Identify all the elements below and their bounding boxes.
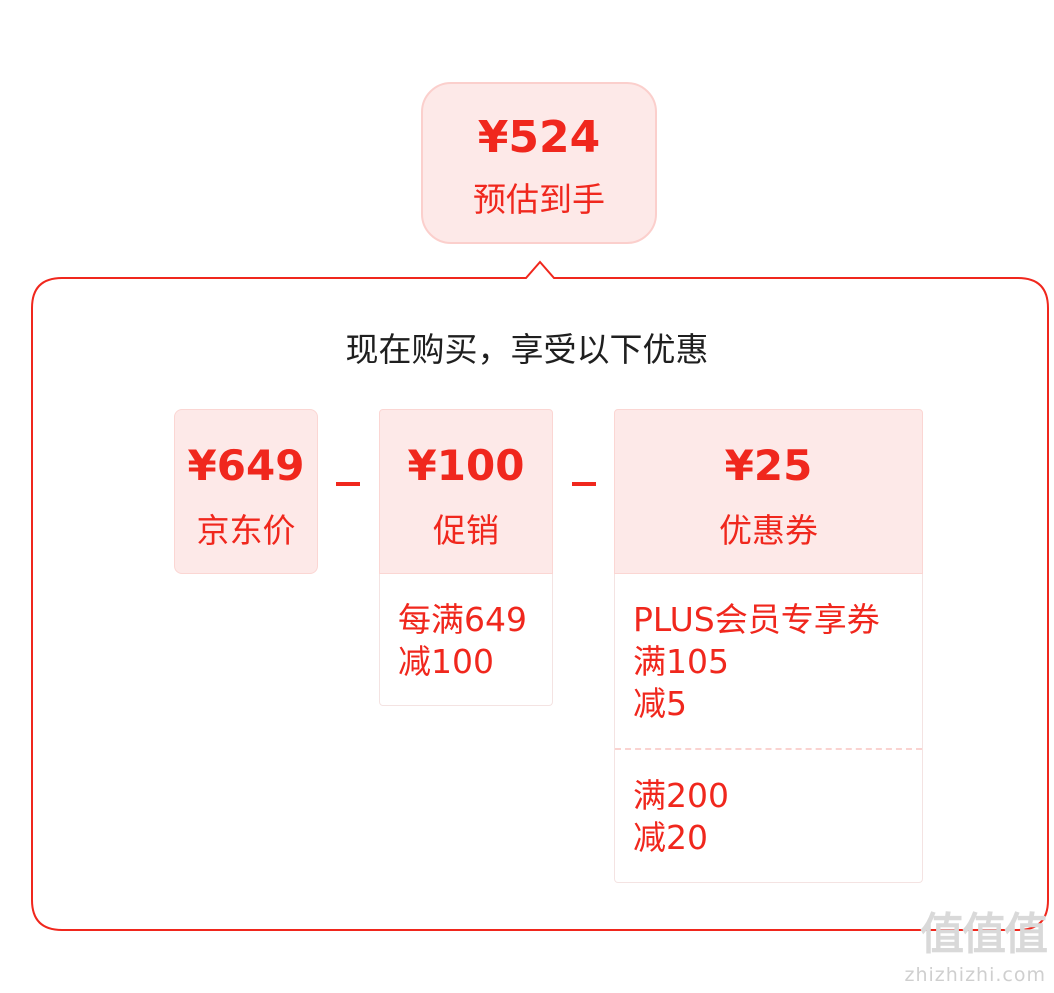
- promotion-rule-line: 减100: [398, 642, 494, 681]
- coupon-amount: ¥25: [724, 441, 813, 490]
- coupon-rule-line: 满105: [633, 642, 729, 681]
- coupon-rule-title: PLUS会员专享券: [633, 600, 880, 639]
- minus-operator-2: [572, 482, 596, 486]
- jd-price-caption: 京东价: [196, 511, 296, 550]
- jd-price-amount: ¥649: [187, 441, 305, 490]
- coupon-rule-line: 满200: [633, 776, 729, 815]
- promotion-caption: 促销: [433, 511, 499, 550]
- promotion-detail-card: 每满649 减100: [379, 574, 553, 706]
- coupon-divider: [615, 748, 922, 750]
- promotion-box: ¥100 促销: [379, 409, 553, 574]
- discount-headline: 现在购买，享受以下优惠: [345, 330, 709, 369]
- coupon-box: ¥25 优惠券: [614, 409, 923, 574]
- watermark-logo: 值值值: [920, 909, 1048, 960]
- promotion-rule-line: 每满649: [398, 600, 527, 639]
- minus-operator-1: [336, 482, 360, 486]
- estimated-price: ¥524: [477, 112, 601, 163]
- estimated-price-badge: ¥524 预估到手: [421, 82, 657, 244]
- coupon-detail-card: PLUS会员专享券 满105 减5 满200 减20: [614, 574, 923, 883]
- estimated-price-label: 预估到手: [473, 180, 605, 219]
- jd-price-box: ¥649 京东价: [174, 409, 318, 574]
- coupon-caption: 优惠券: [719, 511, 818, 550]
- coupon-rule-line: 减20: [633, 818, 708, 857]
- coupon-rule-line: 减5: [633, 684, 687, 723]
- promotion-amount: ¥100: [407, 441, 525, 490]
- watermark-site: zhizhizhi.com: [904, 964, 1046, 986]
